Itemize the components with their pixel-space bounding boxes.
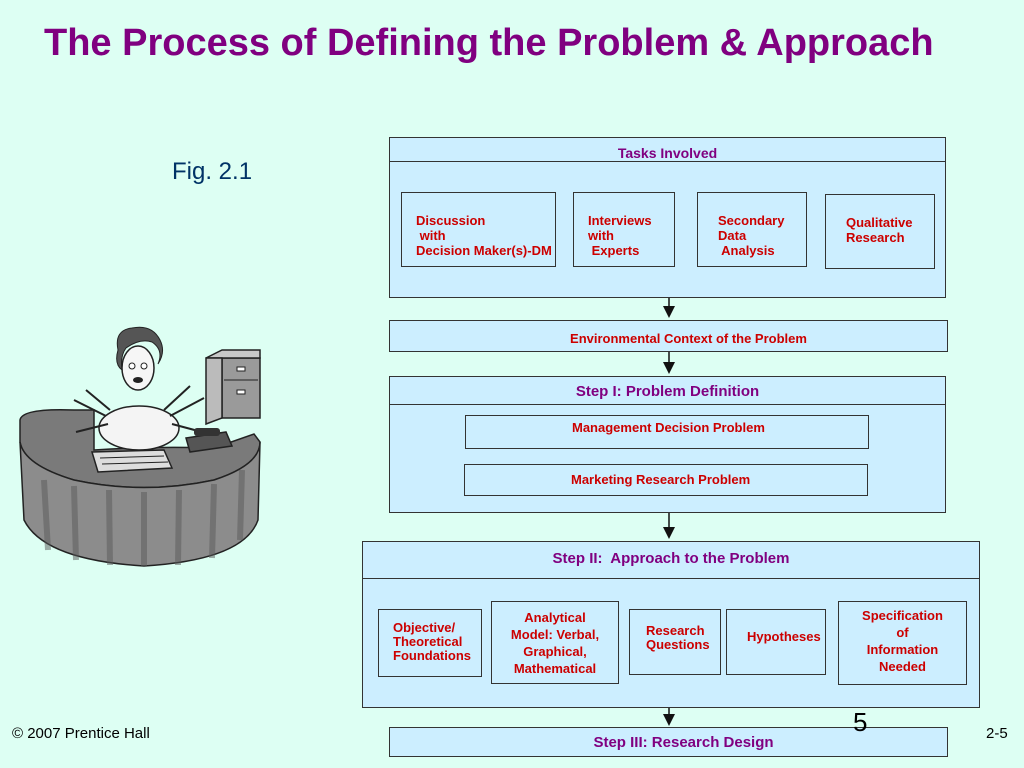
- step1-panel: Step I: Problem Definition Management De…: [389, 376, 946, 513]
- task-interviews-box: Interviews with Experts: [573, 192, 675, 267]
- figure-label: Fig. 2.1: [172, 158, 253, 185]
- task-discussion-box: Discussion with Decision Maker(s)-DM: [401, 192, 556, 267]
- page-number: 5: [853, 707, 868, 737]
- step2-divider: [363, 578, 979, 579]
- step1-item-label: Management Decision Problem: [572, 420, 765, 435]
- tasks-title: Tasks Involved: [617, 145, 718, 161]
- step2-specification-box: Specification of Information Needed: [838, 601, 967, 685]
- task-label: Secondary Data Analysis: [718, 213, 785, 258]
- task-label: Qualitative Research: [846, 215, 913, 245]
- step2-hypotheses-box: Hypotheses: [726, 609, 826, 675]
- step1-item-label: Marketing Research Problem: [571, 472, 751, 487]
- step2-item-label: Specification of Information Needed: [862, 608, 943, 674]
- step2-item-label: Research Questions: [646, 623, 710, 652]
- environment-bar: Environmental Context of the Problem: [389, 320, 948, 352]
- tasks-divider: [390, 161, 945, 162]
- step2-panel: Step II: Approach to the Problem Objecti…: [362, 541, 980, 708]
- tasks-panel: Tasks Involved Discussion with Decision …: [389, 137, 946, 298]
- step3-bar: Step III: Research Design: [389, 727, 948, 757]
- environment-label: Environmental Context of the Problem: [570, 331, 807, 346]
- step2-item-label: Analytical Model: Verbal, Graphical, Mat…: [510, 610, 600, 676]
- slide-ref-footer: 2-5: [986, 725, 1008, 742]
- task-label: Interviews with Experts: [588, 213, 652, 258]
- slide-title: The Process of Defining the Problem & Ap…: [44, 22, 934, 64]
- step2-item-label: Objective/ Theoretical Foundations: [393, 620, 471, 663]
- step2-item-label: Hypotheses: [747, 629, 821, 644]
- step2-analytical-box: Analytical Model: Verbal, Graphical, Mat…: [491, 601, 619, 684]
- step2-questions-box: Research Questions: [629, 609, 721, 675]
- office-worker-at-desk-icon: [19, 326, 261, 567]
- task-qualitative-box: Qualitative Research: [825, 194, 935, 269]
- step2-title: Step II: Approach to the Problem: [552, 550, 790, 567]
- step3-title: Step III: Research Design: [593, 734, 774, 751]
- task-label: Discussion with Decision Maker(s)-DM: [416, 213, 552, 258]
- copyright-footer: © 2007 Prentice Hall: [12, 725, 150, 742]
- step2-objective-box: Objective/ Theoretical Foundations: [378, 609, 482, 677]
- step1-management-box: Management Decision Problem: [465, 415, 869, 449]
- step1-divider: [390, 404, 945, 405]
- step1-title: Step I: Problem Definition: [575, 383, 760, 400]
- step1-marketing-box: Marketing Research Problem: [464, 464, 868, 496]
- task-secondary-box: Secondary Data Analysis: [697, 192, 807, 267]
